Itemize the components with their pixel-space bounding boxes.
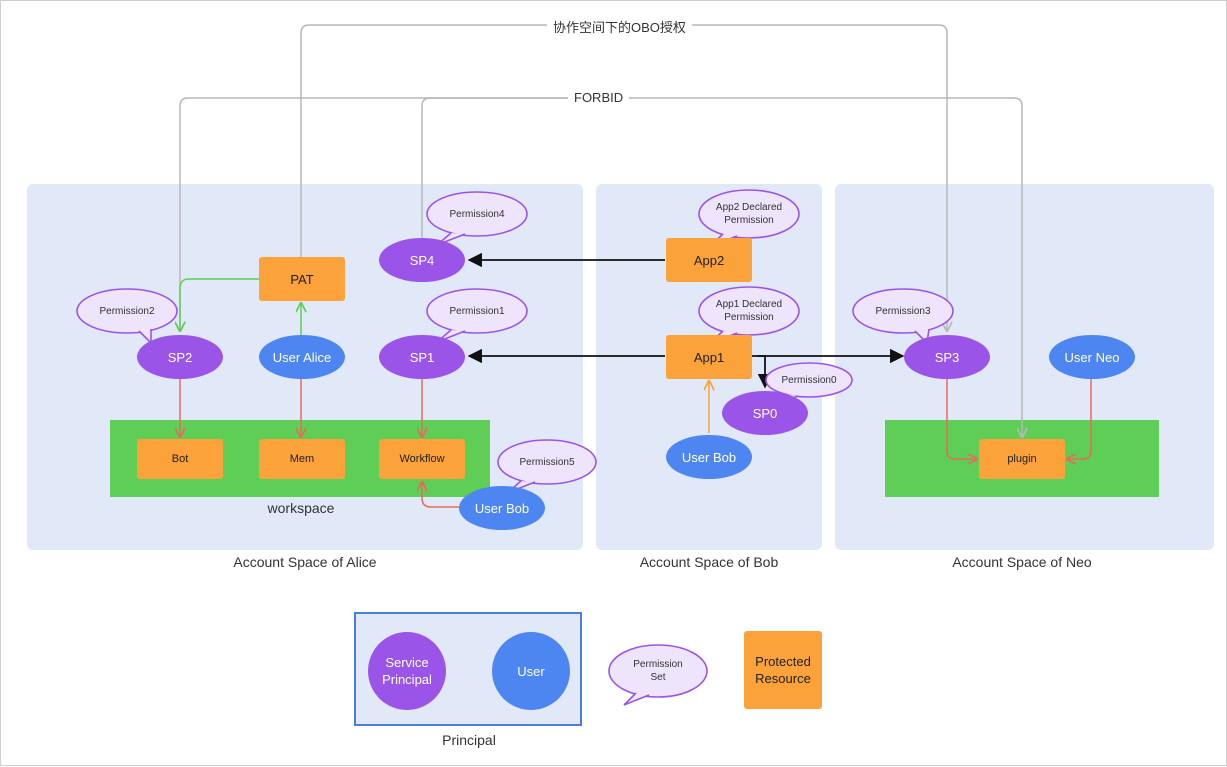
permission5-text: Permission5 — [519, 456, 575, 468]
legend-principal-label: Principal — [442, 732, 496, 748]
permission4-text: Permission4 — [449, 208, 505, 220]
bubble-permission2 — [76, 288, 178, 345]
mem-node[interactable]: Mem — [259, 439, 345, 479]
app1-node[interactable]: App1 — [666, 335, 752, 379]
permission3-text: Permission3 — [875, 305, 931, 317]
sp2-node[interactable]: SP2 — [137, 335, 223, 379]
forbid-label: FORBID — [568, 90, 630, 105]
sp1-node[interactable]: SP1 — [379, 335, 465, 379]
account-space-bob-label: Account Space of Bob — [639, 554, 779, 570]
obo-connector — [300, 24, 947, 331]
permission0-text: Permission0 — [781, 374, 837, 386]
forbid-connector-plugin — [629, 97, 1022, 437]
account-space-neo-label: Account Space of Neo — [952, 554, 1092, 570]
forbid-connector-sp2 — [180, 97, 571, 331]
app2-node[interactable]: App2 — [666, 238, 752, 282]
sp0-node[interactable]: SP0 — [722, 391, 808, 435]
user-bob-alice-space-node[interactable]: User Bob — [459, 486, 545, 530]
sp4-node[interactable]: SP4 — [379, 238, 465, 282]
neo-to-plugin-arrow — [1067, 379, 1092, 459]
legend-permission-set-text: Permission Set — [633, 659, 683, 683]
user-alice-node[interactable]: User Alice — [259, 335, 345, 379]
user-bob-node[interactable]: User Bob — [666, 435, 752, 479]
account-space-alice-label: Account Space of Alice — [233, 554, 377, 570]
obo-label: 协作空间下的OBO授权 — [547, 17, 692, 36]
bot-node[interactable]: Bot — [137, 439, 223, 479]
workflow-node[interactable]: Workflow — [379, 439, 465, 479]
legend-service-principal: Service Principal — [368, 632, 446, 710]
app2-declared-text: App2 Declared Permission — [715, 202, 783, 226]
forbid-connector-sp4 — [421, 97, 571, 241]
legend-user: User — [492, 632, 570, 710]
sp3-to-plugin-arrow — [946, 379, 977, 459]
userbob-to-workflow-arrow — [422, 482, 459, 508]
app1-declared-text: App1 Declared Permission — [715, 299, 783, 323]
legend-bubble-permission-set — [608, 644, 708, 706]
sp3-node[interactable]: SP3 — [904, 335, 990, 379]
bubble-permission3 — [852, 288, 954, 345]
legend-protected-resource: Protected Resource — [744, 631, 822, 709]
pat-node[interactable]: PAT — [259, 257, 345, 301]
pat-to-sp2-connector — [180, 278, 259, 331]
permission1-text: Permission1 — [449, 305, 505, 317]
plugin-node[interactable]: plugin — [979, 439, 1065, 479]
permission2-text: Permission2 — [99, 305, 155, 317]
app1-to-sp0-arrow — [757, 355, 773, 389]
workspace-label: workspace — [267, 500, 335, 516]
user-neo-node[interactable]: User Neo — [1049, 335, 1135, 379]
